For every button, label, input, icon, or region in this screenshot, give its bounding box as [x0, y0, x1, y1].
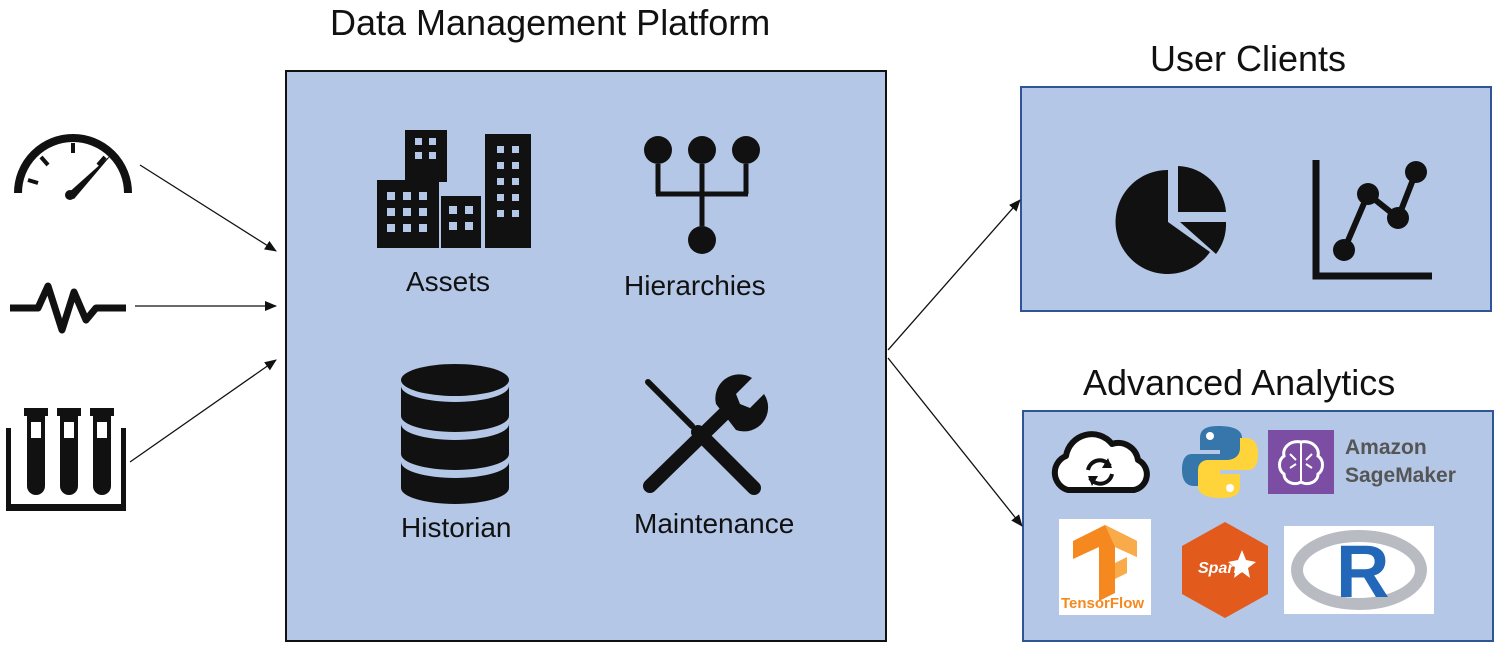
r-ring: [1291, 530, 1427, 610]
clients-title: User Clients: [1150, 38, 1347, 79]
pie-chart-icon: [1115, 166, 1227, 274]
arrow-tubes-to-platform: [129, 359, 277, 463]
analytics-title: Advanced Analytics: [1083, 362, 1396, 403]
assets-label: Assets: [406, 266, 491, 297]
hierarchy-icon: [644, 136, 760, 254]
hierarchies-label: Hierarchies: [624, 270, 766, 301]
r-letter: R: [1336, 530, 1390, 613]
tools-icon: [643, 374, 769, 495]
spark-label: Spark: [1198, 560, 1243, 577]
sagemaker-line1: Amazon: [1345, 436, 1427, 459]
python-logo: [1182, 426, 1258, 498]
spark-logo: Spark: [1182, 522, 1268, 618]
arrow-gauge-to-platform: [139, 164, 277, 252]
r-logo: R: [1284, 526, 1434, 614]
gauge-icon: [14, 134, 132, 200]
arrow-platform-to-clients: [887, 199, 1021, 351]
historian-label: Historian: [401, 512, 512, 543]
tensorflow-label: TensorFlow: [1061, 595, 1145, 612]
maintenance-label: Maintenance: [634, 508, 795, 539]
buildings-icon: [377, 130, 531, 248]
sagemaker-logo: [1268, 430, 1334, 494]
tensorflow-logo: TensorFlow: [1059, 519, 1151, 615]
brain-icon: [1278, 440, 1324, 486]
cloud-sync-icon: [1051, 431, 1150, 493]
pulse-signal-icon: [10, 282, 126, 334]
tensorflow-mark: [1073, 525, 1137, 601]
arrow-platform-to-analytics: [887, 357, 1023, 527]
platform-box: [285, 70, 887, 642]
line-chart-icon: [1312, 160, 1432, 280]
platform-title: Data Management Platform: [330, 2, 771, 43]
database-icon: [401, 364, 509, 504]
test-tubes-icon: [6, 408, 126, 511]
spark-hexagon: [1182, 522, 1268, 618]
sagemaker-line2: SageMaker: [1345, 464, 1456, 487]
